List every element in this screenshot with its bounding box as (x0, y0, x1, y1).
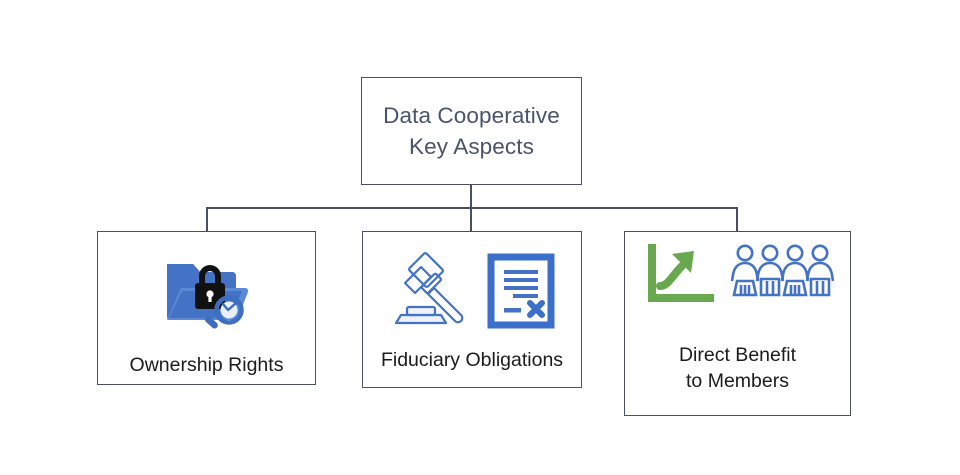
icon-group-ownership (159, 252, 255, 336)
label-direct-benefit: Direct Benefit to Members (678, 344, 797, 392)
node-ownership-rights[interactable]: Ownership Rights (97, 231, 316, 385)
node-root[interactable]: Data Cooperative Key Aspects (361, 77, 582, 185)
people-group-icon (730, 243, 834, 307)
node-fiduciary-obligations[interactable]: Fiduciary Obligations (362, 231, 582, 388)
root-title: Data Cooperative Key Aspects (383, 103, 560, 159)
folder-lock-search-icon (159, 252, 255, 336)
connector-branch-left (206, 207, 208, 232)
label-fiduciary-obligations: Fiduciary Obligations (380, 349, 564, 371)
connector-horizontal-bar (206, 207, 738, 209)
gavel-icon (387, 251, 479, 331)
icon-group-fiduciary (387, 251, 557, 331)
icon-group-direct-benefit (642, 242, 834, 308)
connector-branch-right (736, 207, 738, 232)
label-ownership-rights: Ownership Rights (129, 354, 284, 376)
node-direct-benefit[interactable]: Direct Benefit to Members (624, 231, 851, 416)
document-x-icon (485, 252, 557, 330)
growth-chart-icon (642, 242, 716, 308)
